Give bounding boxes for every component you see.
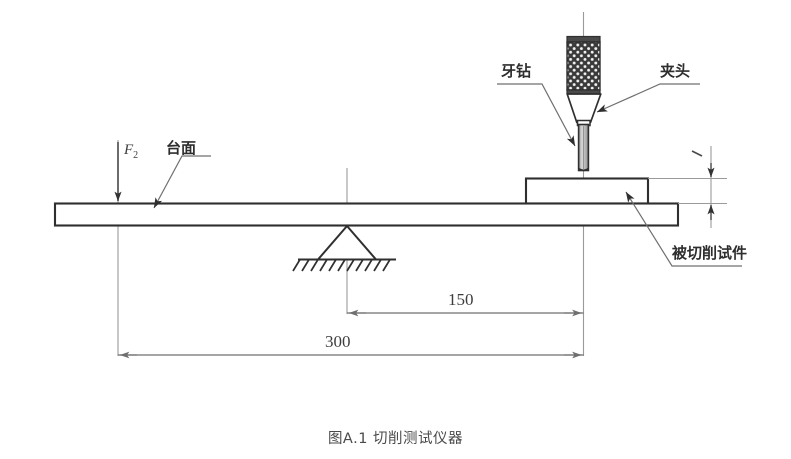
pivot-support [292,224,396,272]
force-symbol: F [124,142,134,158]
chuck-label: 夹头 [660,62,691,80]
thickness-dimension [648,150,727,220]
chuck-assembly [566,35,602,127]
beam-table [53,202,680,227]
table-surface-label: 台面 [166,139,197,157]
drill-tip [578,167,589,172]
chuck-knurled-barrel [566,41,601,91]
chuck-taper-cone [566,93,602,124]
thickness-tick-mark [691,150,703,157]
specimen-label: 被切削试件 [672,244,748,262]
dimension-300-text: 300 [325,332,351,351]
leader-drill [497,83,576,147]
ground-hatching [292,259,391,272]
force-subscript: 2 [133,150,139,161]
figure-caption: 图A.1 切削测试仪器 [327,431,464,447]
leader-chuck [596,83,700,113]
pivot-triangle [315,224,379,261]
force-f2-label: F2 [124,143,138,161]
chuck-top-cap [566,35,601,43]
dimension-150-text: 150 [448,290,474,309]
dental-drill-bur [577,123,590,172]
leader-specimen [625,191,742,267]
leader-table-surface [153,155,211,209]
drill-label: 牙钻 [501,62,532,80]
cut-specimen-block [524,177,650,205]
